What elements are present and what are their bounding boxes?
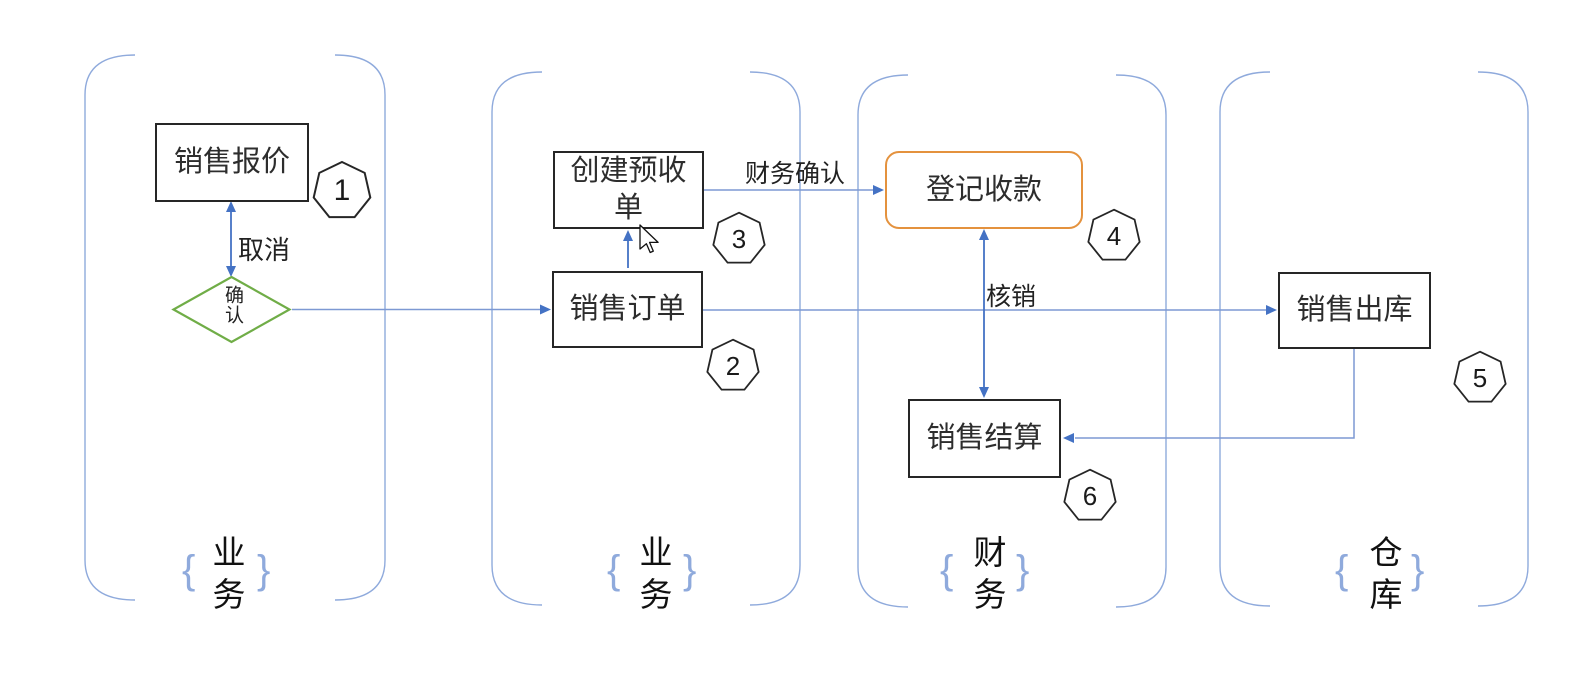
arrowhead-down-confirm — [226, 266, 236, 277]
arrowhead-into-outbound — [1266, 305, 1277, 315]
step-badge-1-number: 1 — [333, 174, 351, 207]
node-sales-outbound-label: 销售出库 — [1296, 294, 1413, 326]
step-badge-5: 5 — [1451, 349, 1509, 407]
lane-4-right-border — [1477, 71, 1529, 607]
lane-2-left-border — [491, 71, 543, 606]
node-register-payment: 登记收款 — [885, 151, 1083, 229]
step-badge-5-number: 5 — [1472, 362, 1488, 393]
lane-4-open-brace: { — [1335, 548, 1349, 592]
lane-3-left-border — [857, 74, 909, 608]
step-badge-2: 2 — [704, 337, 762, 395]
lane-3-close-brace: } — [1016, 548, 1030, 592]
step-badge-3: 3 — [710, 210, 768, 268]
lane-2-close-brace: } — [683, 548, 697, 592]
arrowhead-down-settlement — [979, 387, 989, 398]
step-badge-1: 1 — [310, 159, 374, 223]
lane-3-right-border — [1115, 74, 1167, 608]
lane-2-right-border — [749, 71, 801, 606]
lane-borders — [84, 54, 1529, 608]
step-badge-6-number: 6 — [1082, 480, 1098, 511]
node-sales-settlement-label: 销售结算 — [926, 422, 1043, 454]
edge-label-write-off: 核销 — [986, 283, 1037, 311]
mouse-cursor — [639, 224, 659, 254]
node-create-advance-receipt-label: 创建预收单 — [570, 155, 687, 224]
arrowhead-up-quote — [226, 201, 236, 212]
lane-1-close-brace: } — [257, 548, 271, 592]
heptagon-icon — [1453, 350, 1507, 403]
arrowhead-up-register — [979, 229, 989, 240]
arrowhead-into-order — [540, 304, 551, 315]
node-sales-quote: 销售报价 — [155, 123, 309, 202]
node-sales-order-label: 销售订单 — [569, 293, 686, 325]
connector-lines — [292, 189, 1355, 439]
lane-2-open-brace: { — [607, 548, 621, 592]
edge-outbound-to-settlement — [1075, 349, 1355, 439]
node-sales-outbound: 销售出库 — [1278, 272, 1431, 349]
lane-1-right-border — [334, 54, 386, 601]
heptagon-icon — [312, 160, 372, 219]
arrowhead-into-register-left — [873, 185, 884, 195]
decision-diamond — [171, 275, 292, 344]
lane-4-left-border — [1219, 71, 1271, 607]
lane-label-business-1: 业务 — [208, 535, 245, 619]
lane-1-left-border — [84, 54, 136, 601]
node-confirm-label: 确认 — [222, 285, 243, 325]
lane-label-warehouse: 仓库 — [1365, 535, 1402, 619]
node-sales-quote-label: 销售报价 — [173, 146, 290, 178]
lane-label-finance: 财务 — [969, 535, 1006, 619]
arrowheads — [226, 185, 1277, 443]
lane-3-open-brace: { — [940, 548, 954, 592]
arrowhead-into-settlement-right — [1063, 433, 1074, 443]
heptagon-icon — [706, 338, 760, 391]
action-arrows — [230, 205, 985, 394]
edge-label-cancel: 取消 — [238, 235, 291, 265]
heptagon-icon — [1087, 208, 1141, 261]
heptagon-icon — [1063, 468, 1117, 521]
step-badge-4: 4 — [1085, 207, 1143, 265]
lane-4-close-brace: } — [1411, 548, 1425, 592]
step-badge-4-number: 4 — [1106, 220, 1122, 251]
lane-label-business-2: 业务 — [635, 535, 672, 619]
heptagon-icon — [712, 211, 766, 264]
edge-label-finance-confirm: 财务确认 — [744, 160, 845, 188]
node-sales-order: 销售订单 — [552, 271, 703, 348]
node-sales-settlement: 销售结算 — [908, 399, 1061, 478]
arrowhead-into-create — [623, 230, 633, 241]
lane-1-open-brace: { — [182, 548, 196, 592]
step-badge-3-number: 3 — [731, 223, 747, 254]
step-badge-2-number: 2 — [725, 350, 741, 381]
step-badge-6: 6 — [1061, 467, 1119, 525]
node-create-advance-receipt: 创建预收单 — [553, 151, 704, 229]
node-register-payment-label: 登记收款 — [925, 173, 1042, 206]
